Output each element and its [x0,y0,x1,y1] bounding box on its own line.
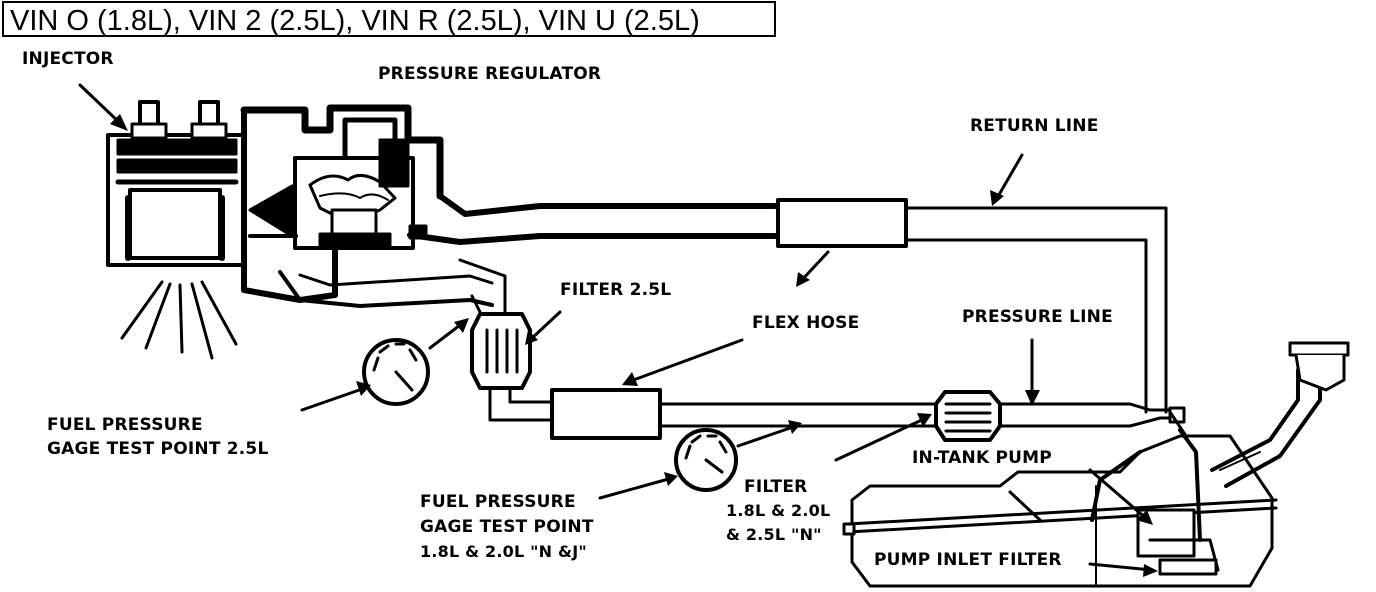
arrow-heads [110,114,1158,577]
gage-1-8l [674,428,738,492]
label-filter-1-8l-line2: 1.8L & 2.0L [726,501,831,520]
filter-2-5l [470,312,532,390]
label-pump-inlet-filter: PUMP INLET FILTER [874,550,1062,570]
title-box: VIN O (1.8L), VIN 2 (2.5L), VIN R (2.5L)… [2,1,776,37]
label-filter-1-8l-line3: & 2.5L "N" [726,525,822,544]
pump-inlet-filter [1158,558,1218,576]
label-pressure-regulator: PRESSURE REGULATOR [378,64,602,84]
label-return-line: RETURN LINE [970,116,1099,136]
label-gage-2-5l-line2: GAGE TEST POINT 2.5L [47,439,269,459]
label-injector: INJECTOR [22,49,114,69]
label-gage-1-8l-line3: 1.8L & 2.0L "N &J" [420,542,587,561]
label-in-tank-pump: IN-TANK PUMP [912,448,1052,468]
label-filter-2-5l: FILTER 2.5L [560,280,672,300]
flex-hose-lower [550,388,662,440]
pressure-line-pipe [278,258,1186,442]
label-pressure-line: PRESSURE LINE [962,307,1113,327]
label-gage-1-8l-line2: GAGE TEST POINT [420,517,594,537]
return-line-pipe [407,193,1168,414]
pressure-regulator-body [240,104,444,303]
filter-1-8l [934,390,1002,442]
gage-2-5l [362,338,430,406]
flex-hose-upper [776,198,908,248]
label-gage-1-8l-line1: FUEL PRESSURE [420,492,576,512]
label-gage-2-5l-line1: FUEL PRESSURE [47,415,203,435]
label-flex-hose: FLEX HOSE [752,313,860,333]
injector-body [106,100,246,267]
injector-spray [120,280,238,360]
label-filter-1-8l-line1: FILTER [744,477,808,497]
diagram-title: VIN O (1.8L), VIN 2 (2.5L), VIN R (2.5L)… [10,5,700,37]
fuel-tank [842,341,1350,588]
